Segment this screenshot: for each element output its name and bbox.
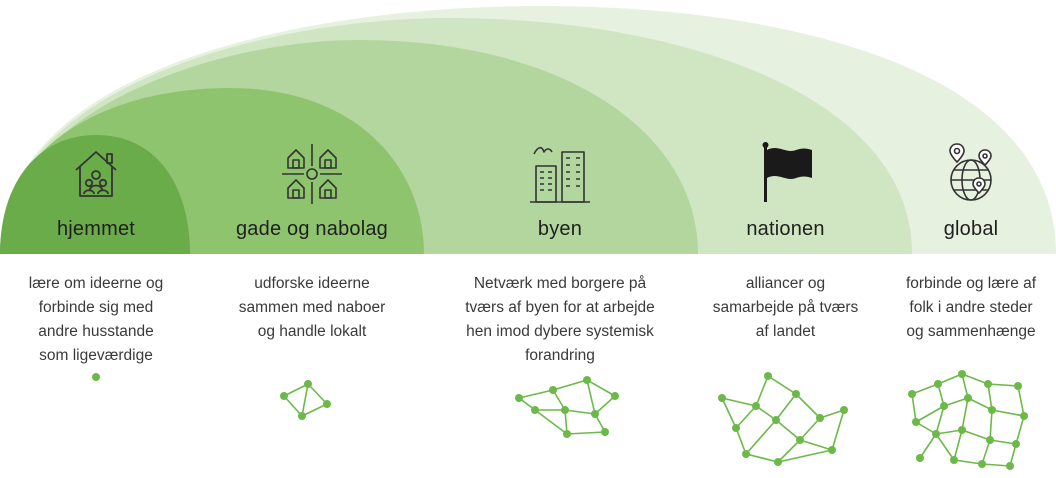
arc-home: [0, 135, 190, 254]
network-large: [717, 372, 848, 466]
level-home: hjemmet lære om ideerne og forbinde sig …: [0, 0, 192, 478]
level-label: nationen: [746, 218, 825, 240]
level-label: byen: [537, 218, 583, 240]
city-buildings-icon: [530, 146, 590, 203]
network-single-node: [92, 373, 100, 381]
level-nation: nationen alliancer og samarbejde på tvær…: [698, 0, 873, 478]
flag-icon: [762, 142, 812, 202]
neighborhood-icon: [282, 144, 342, 204]
level-global: global forbinde og lære af folk i andre …: [886, 0, 1056, 478]
network-largest: [908, 370, 1028, 470]
level-city: byen Netværk med borgere på tværs af bye…: [445, 0, 675, 478]
level-label: hjemmet: [56, 218, 136, 240]
level-street: gade og nabolag udforske ideerne sammen …: [212, 0, 412, 478]
level-description: Netværk med borgere på tværs af byen for…: [465, 275, 655, 364]
level-description: alliancer og samarbejde på tværs af land…: [712, 275, 859, 340]
network-small: [280, 380, 331, 420]
house-family-icon: [75, 151, 117, 197]
level-description: udforske ideerne sammen med naboer og ha…: [238, 275, 386, 340]
level-label: gade og nabolag: [235, 218, 389, 240]
level-description: lære om ideerne og forbinde sig med andr…: [28, 275, 164, 364]
level-label: global: [943, 218, 999, 240]
network-medium: [515, 376, 619, 438]
level-description: forbinde og lære af folk i andre steder …: [905, 275, 1037, 340]
globe-pins-icon: [949, 143, 992, 201]
